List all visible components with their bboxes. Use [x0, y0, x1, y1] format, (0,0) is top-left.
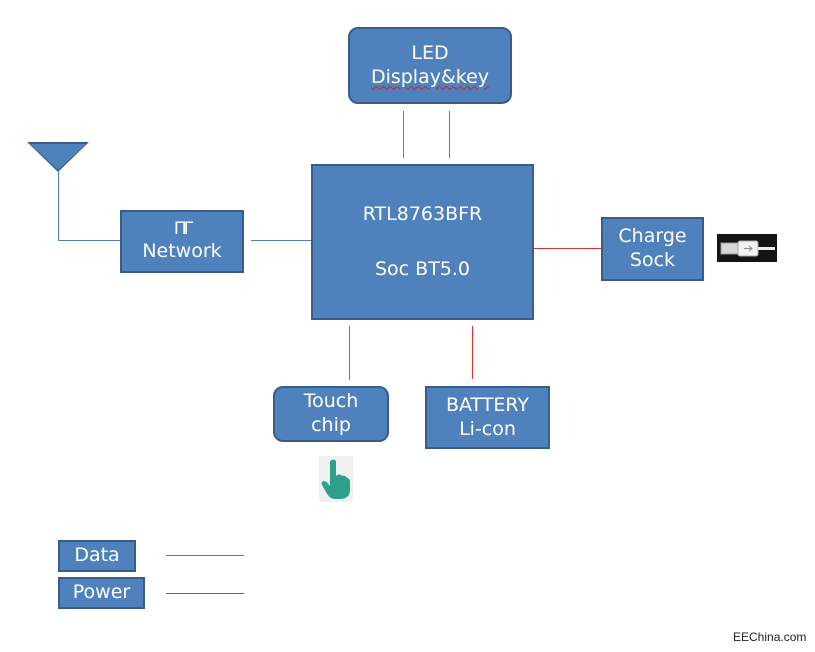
led-data-line-left [403, 111, 404, 158]
battery-label-line1: BATTERY [445, 393, 530, 416]
antenna-mast-line [58, 170, 59, 241]
touch-data-line [349, 326, 350, 380]
soc-block: RTL8763BFR Soc BT5.0 [311, 164, 534, 320]
battery-block: BATTERY Li-con [425, 386, 550, 449]
legend-power-line [166, 593, 244, 594]
legend-power-label: Power [58, 577, 145, 609]
soc-chip-name: RTL8763BFR [362, 202, 483, 225]
legend-data-text: Data [74, 544, 120, 567]
touch-chip-block: Touch chip [273, 386, 389, 442]
charge-label-line1: Charge [618, 225, 687, 248]
touch-label-line2: chip [311, 414, 351, 436]
touch-finger-icon [319, 456, 353, 502]
watermark-text: EEChina.com [733, 630, 807, 644]
antenna-icon-fill [30, 144, 86, 170]
charge-label-line2: Sock [629, 249, 676, 271]
network-block: ΠΓ Network [120, 210, 244, 273]
led-block-title: LED [411, 41, 449, 64]
legend-data-line [166, 555, 244, 556]
network-soc-line [251, 240, 311, 241]
usb-cable-icon [717, 234, 777, 262]
antenna-feed-line [58, 240, 120, 241]
legend-data-label: Data [58, 540, 136, 572]
battery-label-line2: Li-con [459, 417, 516, 440]
led-block-subtitle: Display&key [370, 65, 490, 88]
charge-power-line [534, 248, 601, 249]
network-label: Network [142, 240, 222, 263]
charge-sock-block: Charge Sock [601, 217, 704, 281]
legend-power-text: Power [72, 581, 131, 604]
led-data-line-right [449, 111, 450, 158]
network-symbol: ΠΓ [173, 219, 193, 239]
soc-chip-type: Soc BT5.0 [374, 258, 471, 280]
led-display-key-block: LED Display&key [348, 27, 512, 104]
touch-label-line1: Touch [303, 390, 359, 413]
battery-power-line [472, 326, 473, 379]
